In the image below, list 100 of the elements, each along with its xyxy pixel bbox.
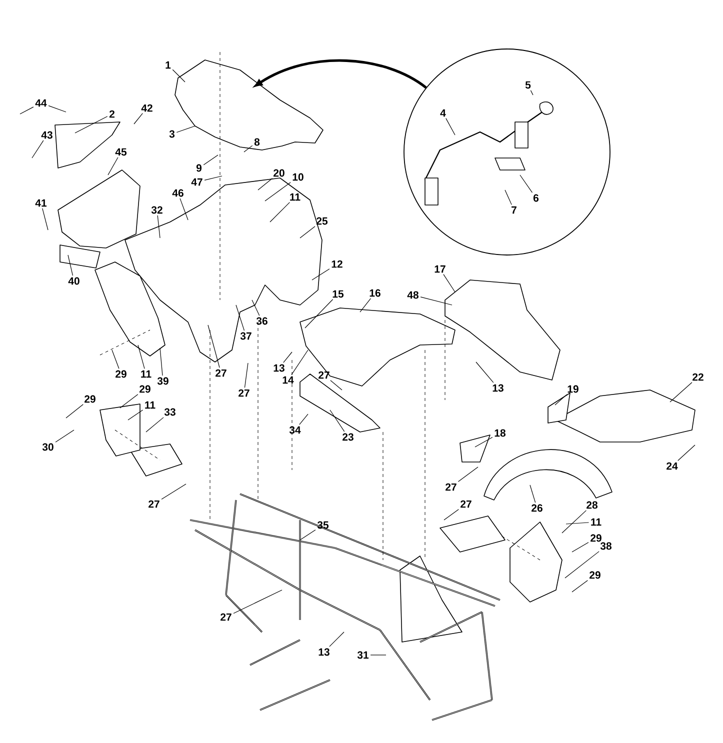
leader-line (244, 145, 253, 152)
callout-number: 28 (586, 501, 598, 509)
leader-line (236, 304, 245, 331)
callout-number: 15 (332, 290, 344, 298)
leader-line (112, 350, 120, 369)
leader-line (283, 352, 292, 363)
callout-number: 29 (116, 370, 126, 378)
callout-number: 23 (342, 433, 354, 441)
callout-number: 20 (274, 169, 284, 177)
callout-number: 29 (590, 571, 600, 579)
leader-line (264, 182, 291, 202)
leader-line (204, 176, 222, 180)
leader-line (670, 382, 692, 402)
leader-line (48, 105, 66, 112)
leader-line (233, 590, 282, 614)
leader-line (134, 113, 143, 124)
leader-line (270, 202, 290, 222)
callout-number: 13 (274, 364, 284, 372)
leader-line (252, 300, 260, 316)
callout-number: 1 (166, 61, 171, 69)
leader-line (128, 410, 144, 420)
callout-number: 27 (446, 483, 456, 491)
callout-number: 27 (238, 389, 250, 397)
leader-line (330, 380, 342, 390)
leader-line (108, 157, 118, 176)
leader-line (504, 190, 512, 205)
leader-line (554, 394, 568, 406)
callout-number: 14 (282, 376, 294, 384)
leader-line (74, 116, 108, 134)
leader-line (160, 348, 163, 376)
leader-line (55, 430, 74, 442)
leader-line (420, 296, 452, 306)
callout-number: 11 (141, 370, 152, 378)
leader-line (562, 510, 586, 534)
leader-line (161, 484, 186, 500)
leader-line (370, 654, 386, 656)
leader-line (157, 215, 160, 238)
callout-number: 12 (332, 260, 342, 268)
callout-number: 33 (164, 408, 176, 416)
callout-number: 29 (590, 534, 602, 542)
leader-line (444, 509, 459, 520)
leader-line (572, 542, 589, 552)
leader-line (520, 174, 533, 193)
leader-line (443, 274, 456, 292)
callout-number: 40 (68, 277, 80, 285)
leader-line (458, 466, 478, 482)
callout-number: 10 (292, 173, 304, 181)
callout-number: 4 (440, 109, 446, 117)
leader-line (312, 268, 330, 280)
callout-number: 17 (434, 265, 446, 273)
callout-number: 7 (512, 206, 516, 214)
callout-number: 31 (357, 651, 369, 659)
callout-number: 13 (492, 384, 504, 392)
callout-number: 5 (525, 81, 531, 89)
callout-number: 9 (196, 164, 202, 172)
leader-line (172, 69, 186, 82)
leader-line (446, 118, 456, 136)
leader-line (476, 362, 494, 383)
callout-number: 45 (115, 148, 127, 156)
arrow (254, 59, 427, 89)
callout-number: 41 (35, 199, 47, 207)
callout-number: 27 (460, 500, 472, 508)
leader-line (176, 126, 196, 133)
callout-number: 32 (151, 206, 162, 214)
callout-number: 38 (600, 542, 612, 550)
leader-line (299, 414, 308, 425)
callout-number: 37 (240, 332, 252, 340)
leader-line (42, 208, 48, 230)
callout-number: 11 (145, 401, 156, 409)
callout-number: 27 (220, 613, 232, 621)
callout-number: 44 (35, 99, 47, 107)
leader-line (329, 632, 344, 647)
detail-circle (404, 48, 610, 256)
leader-line (138, 344, 145, 369)
callout-number: 43 (41, 131, 52, 139)
callout-number: 27 (148, 500, 160, 508)
leader-line (120, 394, 138, 408)
leader-line (203, 154, 218, 166)
callout-number: 26 (532, 504, 542, 512)
callout-number: 29 (140, 385, 150, 393)
leader-line (530, 90, 534, 96)
callout-number: 3 (169, 130, 175, 138)
leader-line (300, 530, 316, 540)
callout-number: 11 (290, 193, 300, 201)
leader-line (146, 417, 164, 432)
leader-line (530, 484, 536, 503)
callout-number: 27 (318, 371, 330, 379)
callout-number: 46 (172, 189, 184, 197)
callout-number: 2 (109, 110, 114, 118)
callout-number: 48 (407, 291, 418, 299)
callout-number: 6 (533, 194, 539, 202)
leader-line (564, 551, 600, 578)
leader-line (32, 140, 44, 158)
callout-number: 27 (216, 369, 226, 377)
callout-number: 47 (191, 178, 202, 186)
callout-number: 11 (591, 518, 602, 526)
leader-line (300, 226, 316, 238)
callout-number: 34 (289, 426, 301, 434)
callout-number: 22 (692, 373, 704, 381)
callout-number: 29 (84, 395, 96, 403)
